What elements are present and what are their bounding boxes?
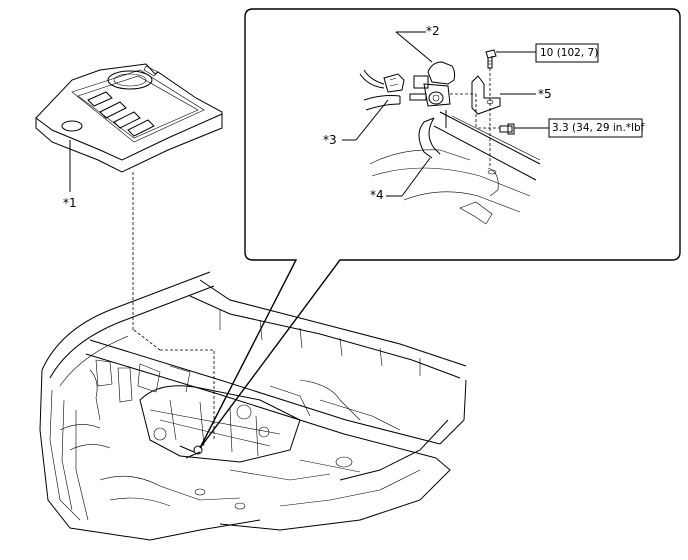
label-part-1: *1 — [63, 196, 77, 210]
connector-icon — [383, 73, 405, 93]
torque-box-lower — [548, 118, 643, 138]
bolt-upper-icon — [485, 49, 497, 59]
vsv-icon — [427, 61, 456, 85]
label-part-5: *5 — [538, 87, 552, 101]
engine-bay — [39, 271, 467, 541]
torque-box-upper — [535, 43, 599, 63]
label-part-3: *3 — [323, 133, 337, 147]
detail-view — [342, 31, 552, 225]
label-part-2: *2 — [426, 24, 440, 38]
torque-upper-text: 10 (102, 7) — [540, 47, 598, 59]
detail-callout — [199, 8, 681, 449]
engine-cover — [35, 63, 223, 192]
bracket-icon — [471, 75, 501, 115]
bracket-clip-icon — [459, 201, 493, 225]
label-part-4: *4 — [370, 188, 384, 202]
torque-lower-text: 3.3 (34, 29 in.*lbf — [552, 122, 645, 134]
